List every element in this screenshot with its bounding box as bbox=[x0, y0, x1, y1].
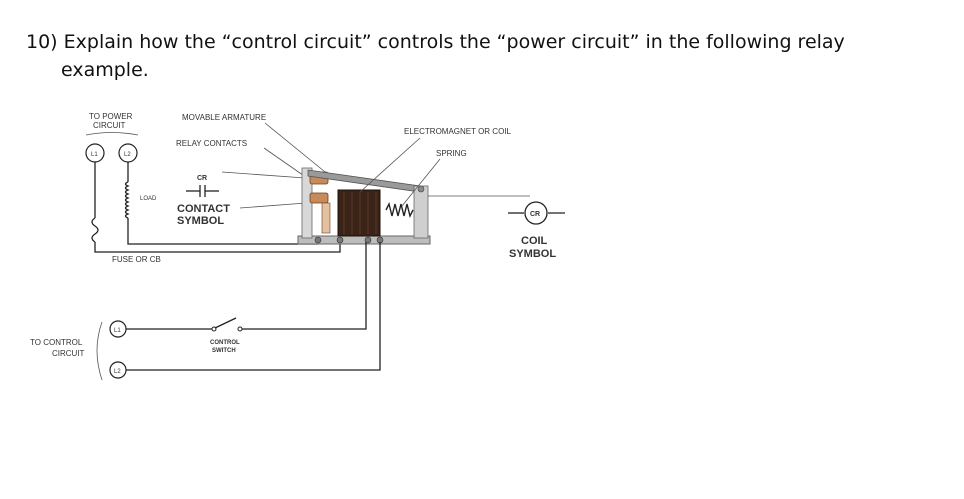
to-power-circuit-label-2: CIRCUIT bbox=[93, 121, 126, 130]
control-switch-label-2: SWITCH bbox=[212, 348, 236, 354]
power-circuit-bracket bbox=[85, 132, 139, 136]
load-label: LOAD bbox=[140, 196, 157, 202]
terminal-l1-top-label: L1 bbox=[91, 152, 98, 158]
question-number: 10) bbox=[26, 31, 58, 53]
contact-symbol-label-1: CONTACT bbox=[177, 203, 230, 215]
to-power-circuit-label-1: TO POWER bbox=[89, 112, 133, 121]
armature-lead-line bbox=[221, 171, 306, 179]
contact-cr-label: CR bbox=[197, 175, 207, 182]
contact-leaf bbox=[321, 202, 331, 234]
contact-symbol-pointer bbox=[239, 202, 307, 209]
coil-cr-label: CR bbox=[530, 211, 540, 218]
lower-contact bbox=[309, 192, 329, 204]
to-control-circuit-label-2: CIRCUIT bbox=[52, 349, 85, 358]
movable-armature-pointer bbox=[264, 122, 331, 177]
contact-symbol-label-2: SYMBOL bbox=[177, 215, 224, 227]
to-control-circuit-label-1: TO CONTROL bbox=[30, 338, 83, 347]
coil-symbol-label-2: SYMBOL bbox=[509, 248, 556, 260]
coil-symbol-label-1: COIL bbox=[521, 235, 548, 247]
frame-post bbox=[413, 185, 429, 239]
spring-icon bbox=[385, 201, 414, 219]
load-coil-icon bbox=[124, 181, 130, 219]
fuse-or-cb-label: FUSE OR CB bbox=[112, 255, 161, 264]
control-l2-wire bbox=[126, 242, 381, 371]
question-line-2: example. bbox=[61, 59, 149, 81]
control-switch-icon bbox=[211, 317, 243, 332]
terminal-l2-bottom-label: L2 bbox=[114, 369, 121, 375]
control-switch-label-1: CONTROL bbox=[210, 340, 240, 346]
l1-wire-to-contacts bbox=[94, 242, 341, 253]
question-line-1: Explain how the “control circuit” contro… bbox=[63, 31, 845, 53]
terminal-l1-bottom-label: L1 bbox=[114, 328, 121, 334]
coil-symbol-icon bbox=[508, 201, 565, 225]
terminal-l2-top-label: L2 bbox=[124, 152, 131, 158]
electromagnet-coil bbox=[337, 189, 381, 237]
control-circuit-bracket bbox=[96, 321, 103, 381]
fuse-icon bbox=[91, 217, 99, 243]
spring-label: SPRING bbox=[436, 149, 467, 158]
spring-pointer bbox=[401, 158, 441, 207]
contact-symbol-icon bbox=[186, 185, 219, 197]
question-text: 10) Explain how the “control circuit” co… bbox=[26, 28, 926, 84]
electromagnet-pointer bbox=[359, 137, 421, 193]
movable-armature-label: MOVABLE ARMATURE bbox=[182, 113, 266, 122]
relay-contacts-label: RELAY CONTACTS bbox=[176, 139, 247, 148]
electromagnet-label: ELECTROMAGNET OR COIL bbox=[404, 127, 512, 136]
relay-assembly bbox=[297, 167, 431, 245]
control-wire-to-coil bbox=[242, 242, 367, 330]
